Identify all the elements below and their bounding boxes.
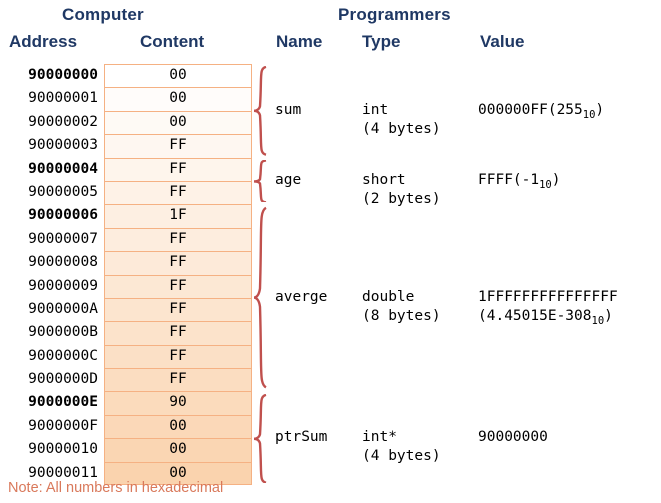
memory-row: 9000000D FF [0,368,252,392]
memory-row: 9000000B FF [0,321,252,345]
memory-address: 9000000E [28,394,98,411]
curly-brace-sum [253,66,271,156]
memory-byte-cell: FF [104,251,252,275]
variable-name: averge [275,289,328,305]
curly-brace-ptrSum [253,394,271,484]
memory-address: 90000002 [28,113,98,130]
column-header-content: Content [140,32,205,51]
memory-address: 9000000A [28,300,98,317]
memory-byte-cell: FF [104,297,252,322]
column-header-type: Type [362,32,401,51]
memory-byte-cell: 90 [104,391,252,415]
group-header-programmers: Programmers [338,5,451,24]
memory-byte-cell: 00 [104,64,252,88]
memory-row: 90000010 00 [0,438,252,462]
curly-brace-age [253,160,271,203]
memory-byte-cell: FF [104,134,252,158]
memory-row: 90000011 00 [0,461,252,486]
memory-address: 9000000B [28,324,98,341]
memory-address: 90000007 [28,230,98,247]
memory-row: 9000000F 00 [0,414,252,439]
memory-address: 90000009 [28,277,98,294]
column-header-address: Address [9,32,78,51]
memory-address: 9000000D [28,371,98,388]
memory-byte-cell: FF [104,227,252,252]
memory-address: 9000000C [28,347,98,364]
variable-size: (4 bytes) [362,448,441,465]
variable-size: (8 bytes) [362,308,441,324]
variable-name: sum [275,101,302,118]
group-header-computer: Computer [62,5,144,24]
memory-byte-cell: 00 [104,110,252,135]
variable-value-decimal: (4.45015E-30810) [478,308,613,327]
memory-byte-cell: 00 [104,414,252,439]
variable-type: short [362,172,406,188]
variable-name: age [275,172,302,188]
footnote-hexadecimal: Note: All numbers in hexadecimal [8,480,224,496]
memory-row: 9000000E 90 [0,391,252,415]
memory-address: 90000006 [28,207,98,224]
memory-address: 90000011 [28,464,98,481]
memory-byte-cell: 00 [104,438,252,462]
memory-row: 90000000 00 [0,64,252,88]
variable-size: (2 bytes) [362,191,441,207]
variable-type: double [362,289,415,305]
variable-value: FFFF(-110) [478,172,561,191]
memory-row: 90000002 00 [0,110,252,135]
memory-row: 90000001 00 [0,87,252,111]
memory-byte-cell: FF [104,368,252,392]
memory-address: 90000005 [28,183,98,200]
memory-row: 90000007 FF [0,227,252,252]
memory-address: 9000000F [28,417,98,434]
memory-row: 90000008 FF [0,251,252,275]
memory-byte-cell: FF [104,180,252,205]
memory-byte-cell: 1F [104,204,252,228]
column-header-name: Name [276,32,323,51]
memory-byte-cell: FF [104,274,252,298]
memory-address: 90000010 [28,441,98,458]
variable-size: (4 bytes) [362,120,441,137]
memory-byte-cell: 00 [104,87,252,111]
memory-row: 90000005 FF [0,180,252,205]
memory-address: 90000000 [28,67,98,83]
memory-address: 90000008 [28,254,98,271]
variable-type: int [362,101,389,118]
memory-byte-cell: FF [104,321,252,345]
memory-row: 90000006 1F [0,204,252,228]
memory-row: 90000003 FF [0,134,252,158]
variable-value: 1FFFFFFFFFFFFFFF [478,289,618,305]
curly-brace-averge [253,206,271,389]
memory-byte-cell: 00 [104,461,252,486]
memory-address: 90000004 [28,160,98,177]
memory-row: 90000009 FF [0,274,252,298]
memory-address: 90000001 [28,90,98,107]
variable-value: 000000FF(25510) [478,101,605,121]
variable-name: ptrSum [275,429,328,446]
column-header-value: Value [480,32,525,51]
memory-byte-cell: FF [104,344,252,369]
memory-row: 9000000C FF [0,344,252,369]
memory-address: 90000003 [28,137,98,154]
variable-value: 90000000 [478,429,548,446]
variable-type: int* [362,429,397,446]
memory-byte-cell: FF [104,157,252,181]
memory-row: 9000000A FF [0,297,252,322]
memory-row: 90000004 FF [0,157,252,181]
